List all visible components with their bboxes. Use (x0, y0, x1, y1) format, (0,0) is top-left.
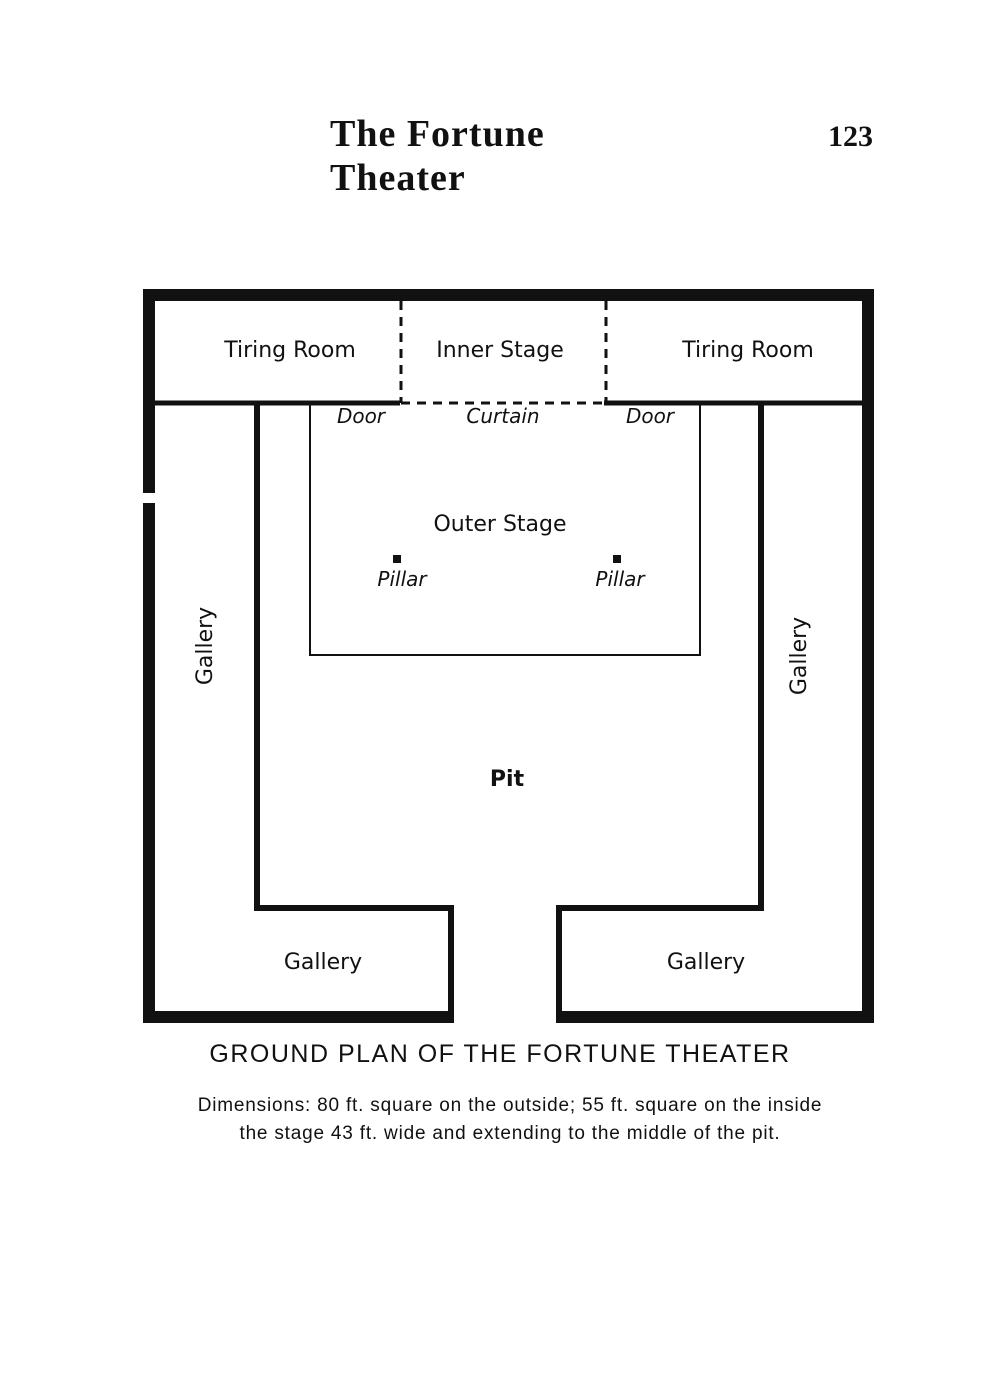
running-title: The Fortune Theater (330, 113, 545, 199)
tiring-room-right-label: Tiring Room (681, 338, 814, 363)
pit-label: Pit (490, 767, 525, 792)
gallery-bottom-left-label: Gallery (284, 950, 362, 975)
outer-stage-label: Outer Stage (433, 512, 566, 537)
dimensions-line-1: Dimensions: 80 ft. square on the outside… (197, 1095, 823, 1116)
outer-walls (143, 289, 874, 1023)
gallery-bottom-right-label: Gallery (667, 950, 745, 975)
gallery-right-label: Gallery (787, 617, 812, 695)
dimensions-note: Dimensions: 80 ft. square on the outside… (140, 1092, 880, 1148)
curtain-lines (399, 301, 608, 405)
curtain-label: Curtain (466, 404, 539, 428)
door-left-label: Door (337, 404, 387, 428)
figure-caption: GROUND PLAN OF THE FORTUNE THEATER (209, 1040, 791, 1068)
pillar-right-marker (613, 555, 621, 563)
gallery-left-label: Gallery (193, 607, 218, 685)
gallery-inner-walls (254, 404, 764, 1012)
page-number: 123 (828, 120, 873, 153)
pillar-left-marker (393, 555, 401, 563)
inner-stage-label: Inner Stage (436, 338, 564, 363)
dimensions-line-2: the stage 43 ft. wide and extending to t… (239, 1123, 781, 1144)
pillar-left-label: Pillar (377, 567, 428, 591)
pillar-right-label: Pillar (595, 567, 646, 591)
tiring-room-left-label: Tiring Room (223, 338, 356, 363)
door-right-label: Door (626, 404, 676, 428)
outer-stage-outline (309, 404, 701, 656)
